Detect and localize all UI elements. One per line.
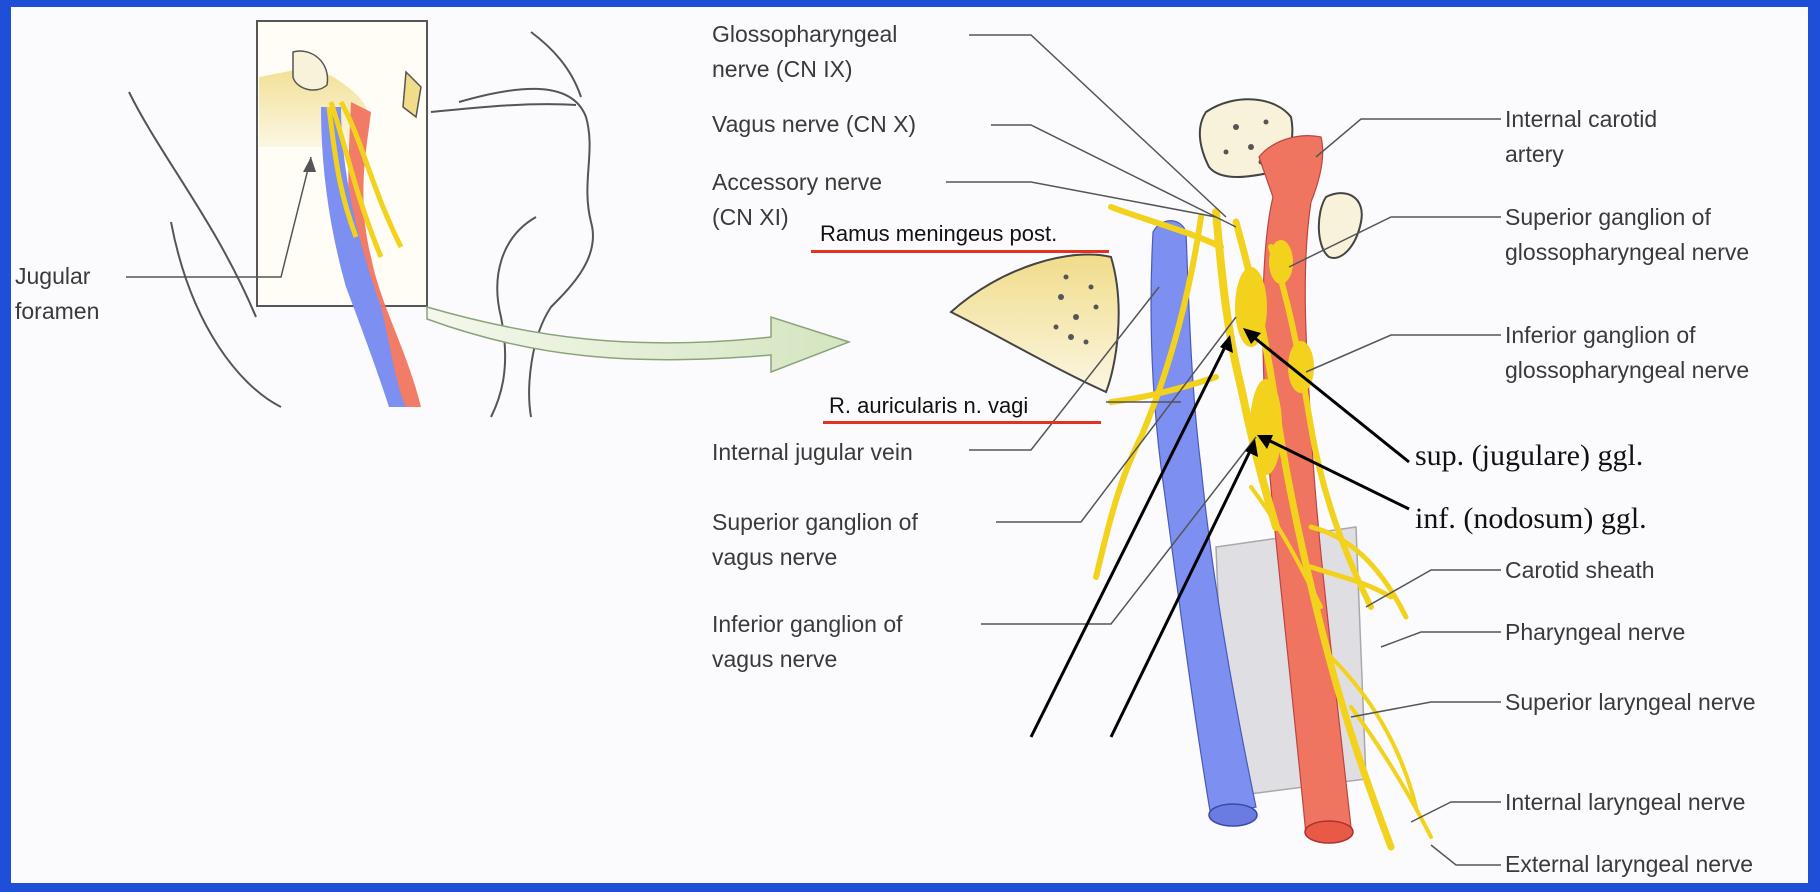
label-pharyngeal-nerve: Pharyngeal nerve	[1505, 615, 1685, 650]
label-internal-jugular-vein: Internal jugular vein	[712, 435, 913, 470]
label-r-auricularis: R. auricularis n. vagi	[829, 393, 1028, 419]
label-inferior-ganglion-vagus: Inferior ganglion of vagus nerve	[712, 607, 903, 677]
label-inferior-ganglion-glosso: Inferior ganglion of glossopharyngeal ne…	[1505, 318, 1749, 388]
label-inf-ggl: inf. (nodosum) ggl.	[1415, 502, 1647, 536]
r-auricularis-underline	[823, 421, 1101, 424]
label-superior-ganglion-glosso: Superior ganglion of glossopharyngeal ne…	[1505, 200, 1749, 270]
label-superior-ganglion-vagus: Superior ganglion of vagus nerve	[712, 505, 918, 575]
figure-frame: Jugular foramen Glossopharyngeal nerve (…	[11, 7, 1808, 883]
label-glossopharyngeal-nerve: Glossopharyngeal nerve (CN IX)	[712, 17, 897, 87]
label-ramus-meningeus: Ramus meningeus post.	[820, 221, 1057, 247]
zoom-arrow	[427, 307, 849, 372]
label-external-laryngeal-nerve: External laryngeal nerve	[1505, 847, 1753, 882]
label-jugular-foramen: Jugular foramen	[15, 259, 99, 329]
superior-ganglion-glosso	[1269, 240, 1293, 284]
label-superior-laryngeal-nerve: Superior laryngeal nerve	[1505, 685, 1756, 720]
ramus-meningeus-underline	[811, 250, 1109, 253]
label-carotid-sheath: Carotid sheath	[1505, 553, 1655, 588]
label-sup-ggl: sup. (jugulare) ggl.	[1415, 439, 1643, 473]
inferior-ganglion-vagus	[1250, 379, 1282, 475]
label-internal-laryngeal-nerve: Internal laryngeal nerve	[1505, 785, 1745, 820]
label-vagus-nerve: Vagus nerve (CN X)	[712, 107, 916, 142]
label-internal-carotid-artery: Internal carotid artery	[1505, 102, 1657, 172]
